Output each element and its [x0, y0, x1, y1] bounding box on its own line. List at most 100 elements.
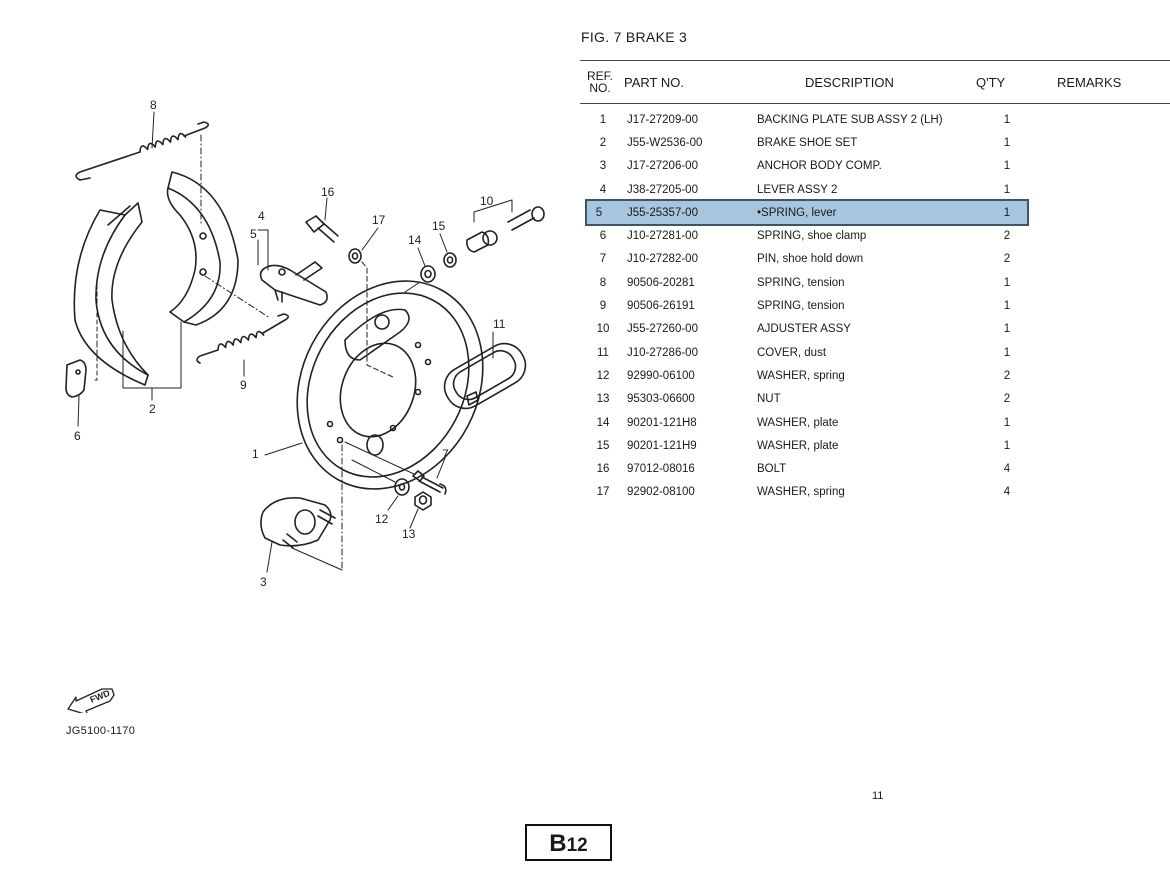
cell-ref-no: 3 — [599, 160, 607, 173]
cell-part-no: J10-27281-00 — [627, 230, 698, 243]
part-13-nut[interactable] — [414, 491, 432, 511]
page-number: 11 — [872, 790, 884, 802]
cell-description: PIN, shoe hold down — [757, 253, 864, 266]
cell-part-no: J55-W2536-00 — [627, 136, 703, 149]
cell-part-no: J17-27209-00 — [627, 113, 698, 126]
cell-description: BACKING PLATE SUB ASSY 2 (LH) — [757, 113, 943, 126]
table-row[interactable]: 11 J10-27286-00 COVER, dust 1 — [587, 341, 1027, 364]
cell-ref-no: 8 — [599, 276, 607, 289]
callout-1: 1 — [252, 447, 259, 461]
cell-description: SPRING, tension — [757, 300, 845, 313]
cell-qty: 2 — [1003, 230, 1011, 243]
part-7-shoe-hold-down-pin[interactable] — [344, 441, 447, 495]
part-9-tension-spring[interactable] — [196, 275, 290, 364]
section-letter: B — [549, 830, 567, 857]
cell-part-no: J10-27282-00 — [627, 253, 698, 266]
cell-description: AJDUSTER ASSY — [757, 323, 851, 336]
part-15-plate-washer[interactable] — [443, 252, 457, 268]
figure-title: FIG. 7 BRAKE 3 — [581, 29, 688, 45]
table-row[interactable]: 10 J55-27260-00 AJDUSTER ASSY 1 — [587, 318, 1027, 341]
cell-description: WASHER, spring — [757, 369, 845, 382]
part-17-spring-washer[interactable] — [348, 248, 396, 379]
part-2-brake-shoe-right[interactable] — [166, 134, 239, 326]
cell-qty: 1 — [1003, 346, 1011, 359]
cell-ref-no: 14 — [596, 416, 610, 429]
cell-ref-no: 5 — [595, 206, 603, 219]
part-8-tension-spring[interactable] — [75, 121, 210, 181]
cell-ref-no: 11 — [597, 346, 609, 359]
callout-12: 12 — [375, 512, 389, 526]
cell-ref-no: 6 — [599, 230, 607, 243]
table-row[interactable]: 16 97012-08016 BOLT 4 — [587, 457, 1027, 480]
part-1-backing-plate[interactable] — [262, 248, 519, 571]
cell-ref-no: 1 — [599, 113, 607, 126]
cell-part-no: 97012-08016 — [627, 463, 695, 476]
cell-qty: 1 — [1003, 160, 1011, 173]
table-row[interactable]: 1 J17-27209-00 BACKING PLATE SUB ASSY 2 … — [587, 108, 1027, 131]
cell-qty: 1 — [1003, 323, 1011, 336]
callout-16: 16 — [321, 185, 335, 199]
callout-10: 10 — [480, 194, 494, 208]
section-page-box: B 12 — [525, 824, 612, 861]
part-14-plate-washer[interactable] — [404, 265, 436, 293]
part-3-anchor-body[interactable] — [260, 496, 343, 571]
part-10-adjuster-assy[interactable] — [466, 206, 545, 253]
cell-part-no: 95303-06600 — [627, 393, 695, 406]
part-4-lever-assy[interactable] — [259, 261, 328, 306]
table-row[interactable]: 17 92902-08100 WASHER, spring 4 — [587, 481, 1027, 504]
part-2-brake-shoe-left[interactable] — [73, 202, 149, 386]
cell-description: LEVER ASSY 2 — [757, 183, 838, 196]
table-row[interactable]: 7 J10-27282-00 PIN, shoe hold down 2 — [587, 248, 1027, 271]
cell-qty: 1 — [1003, 439, 1011, 452]
cell-qty: 2 — [1003, 253, 1011, 266]
forward-arrow-icon: FWD — [67, 688, 115, 713]
table-row[interactable]: 9 90506-26191 SPRING, tension 1 — [587, 294, 1027, 317]
part-16-bolt[interactable] — [305, 215, 339, 243]
table-row[interactable]: 6 J10-27281-00 SPRING, shoe clamp 2 — [587, 224, 1027, 247]
header-description: DESCRIPTION — [805, 74, 894, 90]
cell-ref-no: 15 — [596, 439, 610, 452]
table-top-rule — [580, 60, 1170, 61]
callout-14: 14 — [408, 233, 422, 247]
table-row[interactable]: 8 90506-20281 SPRING, tension 1 — [587, 271, 1027, 294]
table-row[interactable]: 4 J38-27205-00 LEVER ASSY 2 1 — [587, 178, 1027, 201]
callout-9: 9 — [240, 378, 247, 392]
table-row-selected[interactable]: 5 J55-25357-00 •SPRING, lever 1 — [585, 199, 1029, 227]
cell-qty: 1 — [1003, 276, 1011, 289]
part-6-shoe-clamp-spring[interactable] — [65, 344, 98, 398]
header-qty: Q'TY — [976, 74, 1006, 90]
cell-part-no: J10-27286-00 — [627, 346, 698, 359]
cell-description: ANCHOR BODY COMP. — [757, 160, 882, 173]
cell-ref-no: 7 — [599, 253, 607, 266]
header-part-no: PART NO. — [624, 74, 684, 90]
cell-description: NUT — [757, 393, 781, 406]
header-ref-line2: NO. — [589, 81, 611, 95]
table-row[interactable]: 14 90201-121H8 WASHER, plate 1 — [587, 411, 1027, 434]
table-row[interactable]: 13 95303-06600 NUT 2 — [587, 388, 1027, 411]
cell-part-no: 90201-121H9 — [627, 439, 697, 452]
cell-qty: 1 — [1003, 206, 1011, 219]
header-ref-line1: REF. — [586, 69, 613, 83]
cell-qty: 1 — [1003, 183, 1011, 196]
cell-part-no: 92990-06100 — [627, 369, 695, 382]
cell-qty: 1 — [1003, 136, 1011, 149]
cell-qty: 1 — [1003, 416, 1011, 429]
cell-part-no: 90506-26191 — [627, 300, 695, 313]
cell-description: •SPRING, lever — [757, 206, 837, 219]
table-row[interactable]: 3 J17-27206-00 ANCHOR BODY COMP. 1 — [587, 155, 1027, 178]
cell-ref-no: 4 — [599, 183, 607, 196]
cell-qty: 2 — [1003, 393, 1011, 406]
cell-description: WASHER, spring — [757, 486, 845, 499]
cell-part-no: J55-27260-00 — [627, 323, 698, 336]
cell-description: BOLT — [757, 463, 787, 476]
part-12-spring-washer[interactable] — [351, 459, 410, 496]
parts-table-body: 1 J17-27209-00 BACKING PLATE SUB ASSY 2 … — [585, 108, 1029, 504]
cell-part-no: J55-25357-00 — [627, 206, 698, 219]
table-row[interactable]: 12 92990-06100 WASHER, spring 2 — [587, 364, 1027, 387]
table-row[interactable]: 2 J55-W2536-00 BRAKE SHOE SET 1 — [587, 131, 1027, 154]
callout-5: 5 — [250, 227, 257, 241]
table-row[interactable]: 15 90201-121H9 WASHER, plate 1 — [587, 434, 1027, 457]
cell-qty: 1 — [1003, 113, 1011, 126]
callout-15: 15 — [432, 219, 446, 233]
part-11-dust-cover[interactable] — [437, 336, 532, 415]
